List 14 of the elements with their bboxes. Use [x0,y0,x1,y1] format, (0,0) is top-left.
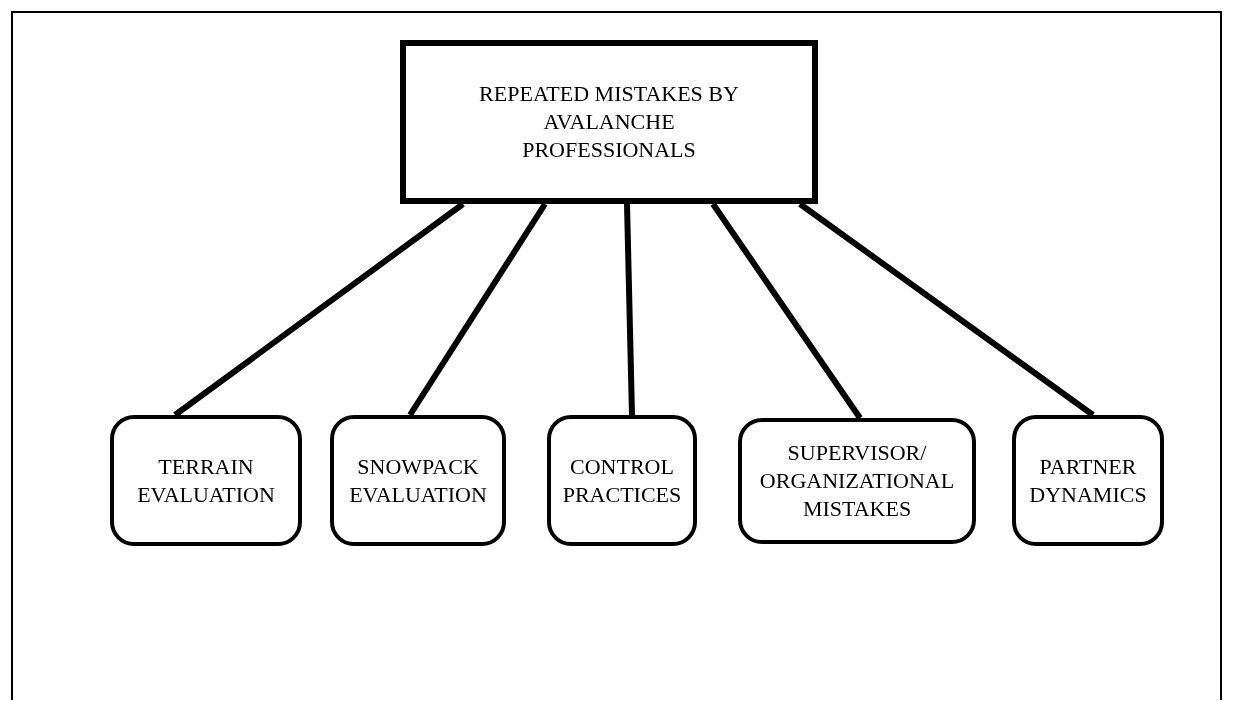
box-label: TERRAIN EVALUATION [136,452,276,509]
category-box [110,415,302,546]
category-box [547,415,697,546]
box-label: SUPERVISOR/ ORGANIZATIONAL MISTAKES [758,439,956,523]
category-box [330,415,506,546]
title-box [400,40,818,204]
connector-line [624,203,635,416]
connector-line [407,202,548,417]
category-box [1012,415,1164,546]
box-label: SNOWPACK EVALUATION [348,452,488,509]
box-label: PARTNER DYNAMICS [1028,452,1148,509]
box-label: REPEATED MISTAKES BY AVALANCHE PROFESSIONALS [478,80,740,164]
category-box [738,418,976,544]
box-label: CONTROL PRACTICES [561,452,683,509]
